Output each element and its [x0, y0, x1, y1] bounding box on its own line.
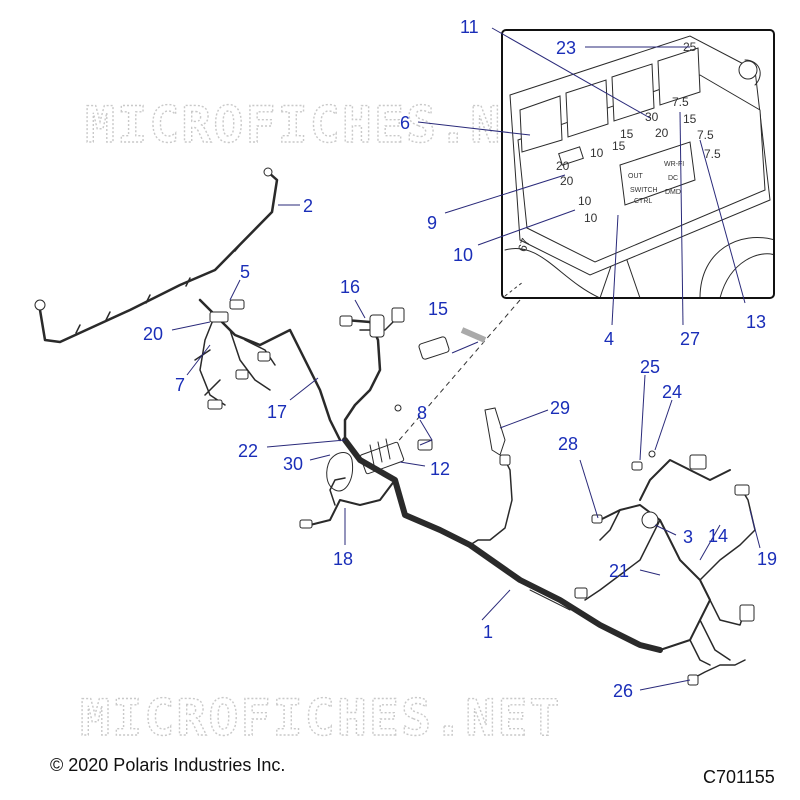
callout-22: 22 — [238, 441, 258, 461]
fuse-box-label: OUT — [628, 173, 644, 180]
control-module — [418, 336, 450, 360]
fuse-rating: 7.5 — [672, 95, 689, 109]
callout-16: 16 — [340, 277, 360, 297]
callout-25: 25 — [640, 357, 660, 377]
callout-4: 4 — [604, 329, 614, 349]
callout-21: 21 — [609, 561, 629, 581]
leader-lines — [171, 27, 761, 691]
callout-17: 17 — [267, 402, 287, 422]
fuse-box-label: DC — [668, 175, 678, 182]
callout-14: 14 — [708, 526, 728, 546]
fuse-box-label: WR-FI — [664, 161, 684, 168]
callout-2: 2 — [303, 196, 313, 216]
main-harness — [34, 167, 756, 686]
callout-19: 19 — [757, 549, 777, 569]
callout-27: 27 — [680, 329, 700, 349]
fuse-box-label-panel: OUT WR-FI SWITCH DC CTRL DMD — [619, 141, 696, 206]
callout-24: 24 — [662, 382, 682, 402]
relay-block — [519, 47, 701, 153]
callout-8: 8 — [417, 403, 427, 423]
fuse-rating: 20 — [560, 174, 574, 188]
inset-pointer-dots — [504, 281, 524, 297]
callout-30: 30 — [283, 454, 303, 474]
fuse-rating: 7.5 — [697, 128, 714, 142]
callout-23: 23 — [556, 38, 576, 58]
callout-15: 15 — [428, 299, 448, 319]
callout-20: 20 — [143, 324, 163, 344]
callout-11: 11 — [460, 17, 479, 37]
copyright-notice: © 2020 Polaris Industries Inc. — [50, 755, 286, 775]
callout-29: 29 — [550, 398, 570, 418]
fuse-rating: 10 — [590, 146, 604, 160]
bracket — [484, 407, 506, 456]
callout-13: 13 — [746, 312, 766, 332]
callout-5: 5 — [240, 262, 250, 282]
callout-26: 26 — [613, 681, 633, 701]
fuse-rating: 30 — [645, 110, 659, 124]
callout-18: 18 — [333, 549, 353, 569]
callout-7: 7 — [175, 375, 185, 395]
fuse-rating: 10 — [584, 211, 598, 225]
callout-3: 3 — [683, 527, 693, 547]
figure-id: C701155 — [703, 767, 775, 787]
fuse-box-label: 67 — [515, 236, 533, 254]
callout-12: 12 — [430, 459, 450, 479]
inset-pointer — [394, 299, 521, 446]
callout-6: 6 — [400, 113, 410, 133]
callout-10: 10 — [453, 245, 473, 265]
watermark-bottom: MICROFICHES.NET — [80, 689, 562, 747]
fuse-box-label: DMD — [665, 189, 681, 196]
fuse-rating: 15 — [620, 127, 634, 141]
fuse-box-label: CTRL — [634, 198, 652, 205]
fuse-rating: 20 — [655, 126, 669, 140]
callout-1: 1 — [483, 622, 493, 642]
fuse-box-inset: 10 15 15 30 7.5 25 15 20 7.5 7.5 20 20 1… — [501, 29, 775, 299]
callout-numbers: 1 2 3 4 5 6 7 8 9 10 11 12 13 14 15 16 1… — [143, 17, 777, 701]
fuse-rating: 10 — [578, 194, 592, 208]
callout-9: 9 — [427, 213, 437, 233]
callout-28: 28 — [558, 434, 578, 454]
fuse-rating: 15 — [683, 112, 697, 126]
fuse-rating: 20 — [556, 159, 570, 173]
fuse-rating: 7.5 — [704, 147, 721, 161]
fuse-rating: 15 — [612, 139, 626, 153]
fuse-box-label: SWITCH — [630, 187, 658, 194]
watermark-top: MICROFICHES.NET — [85, 96, 567, 154]
